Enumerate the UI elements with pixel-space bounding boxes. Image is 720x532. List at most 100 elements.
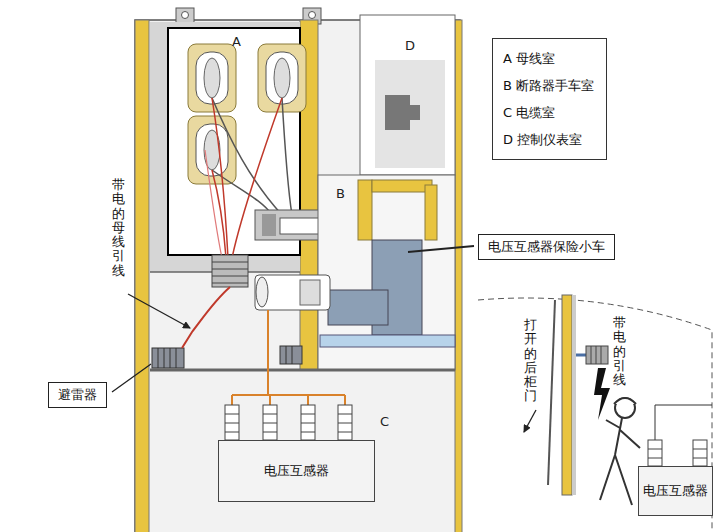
callout-label: 带电的引线 xyxy=(613,316,626,387)
inset-outline xyxy=(548,300,555,485)
inset-outline xyxy=(478,298,712,532)
arrester xyxy=(152,346,302,368)
breaker-room xyxy=(318,175,455,370)
fuse xyxy=(255,275,330,310)
insulator xyxy=(225,414,352,432)
leader-line xyxy=(524,410,536,432)
current-transformer xyxy=(212,262,248,263)
worker-figure xyxy=(600,398,640,505)
bushing xyxy=(196,124,228,176)
worker-figure xyxy=(615,398,635,418)
busbar-wire xyxy=(212,98,282,215)
leader-line xyxy=(112,364,151,392)
arrester xyxy=(152,348,184,368)
box-text: 电压互感器 xyxy=(643,482,708,500)
cabinet-frame xyxy=(176,8,194,24)
bushing xyxy=(266,52,298,104)
vt-wiring xyxy=(232,310,345,405)
partition xyxy=(150,369,455,372)
busbar-wire xyxy=(205,150,222,258)
room-letter: A xyxy=(232,34,241,50)
callout-box: 避雷器 xyxy=(48,382,107,408)
legend-text: A 母线室 xyxy=(503,51,555,66)
control-room xyxy=(410,105,420,120)
room-letter: C xyxy=(380,414,389,430)
cabinet-frame xyxy=(135,20,460,532)
cabinet-frame xyxy=(182,12,189,19)
breaker-room xyxy=(328,290,388,325)
control-room xyxy=(360,15,455,175)
cabinet-frame xyxy=(455,20,462,532)
bushing xyxy=(204,58,220,98)
breaker-room xyxy=(372,180,432,192)
inset-cabinet-wall xyxy=(562,295,572,495)
contact-spout xyxy=(255,210,325,240)
arrester xyxy=(286,346,292,364)
inset-cabinet-wall xyxy=(591,346,601,364)
contact-spout xyxy=(255,210,325,240)
bushing xyxy=(188,44,306,184)
control-room xyxy=(375,60,445,168)
bushing xyxy=(196,52,228,104)
current-transformer xyxy=(212,276,248,277)
worker-figure xyxy=(614,398,636,404)
worker-figure xyxy=(600,418,632,505)
room-letter: B xyxy=(336,186,345,202)
cabinet-frame xyxy=(135,20,149,532)
lightning-bolt xyxy=(594,368,610,420)
room-letter: D xyxy=(405,38,415,54)
inset-vt-insulator xyxy=(655,405,712,440)
inset-vt-insulator xyxy=(648,440,662,466)
contact-spout xyxy=(262,214,276,236)
fuse xyxy=(256,277,268,307)
live-lead xyxy=(182,287,230,348)
legend-text: D 控制仪表室 xyxy=(503,132,582,147)
inset-cabinet-wall xyxy=(586,346,608,364)
vt-wiring xyxy=(232,394,345,396)
inset-outline xyxy=(478,298,712,532)
vt-wiring xyxy=(232,395,345,405)
box-text: 电压互感器保险小车 xyxy=(488,238,605,256)
transformer-box: 电压互感器 xyxy=(218,440,375,502)
breaker-room xyxy=(318,175,455,370)
current-transformer xyxy=(212,283,248,284)
bushing xyxy=(274,58,290,98)
leader-line xyxy=(112,246,536,432)
leader-line xyxy=(128,294,190,328)
cabinet-frame xyxy=(309,12,316,19)
insulator xyxy=(225,405,352,440)
current-transformer xyxy=(212,255,248,287)
fuse xyxy=(255,275,330,310)
control-room xyxy=(360,15,455,175)
legend-box: A 母线室 B 断路器手车室 C 电缆室 D 控制仪表室 xyxy=(492,38,607,160)
bushing xyxy=(188,116,236,184)
partition xyxy=(150,370,455,371)
legend-text: C 电缆室 xyxy=(503,105,555,120)
arrester xyxy=(280,346,302,364)
worker-figure xyxy=(606,420,640,448)
inset-cabinet-wall xyxy=(572,295,576,495)
current-transformer xyxy=(212,269,248,270)
inset-vt-insulator xyxy=(648,449,707,458)
busbar-wire xyxy=(282,98,292,215)
callout-label: 打开的后柜门 xyxy=(524,318,537,404)
legend-row: B 断路器手车室 xyxy=(503,72,594,99)
arrester xyxy=(158,348,176,368)
legend-row: C 电缆室 xyxy=(503,99,594,126)
leader-line xyxy=(408,246,474,252)
legend-text: B 断路器手车室 xyxy=(503,78,594,93)
cabinet-frame xyxy=(135,8,462,532)
breaker-room xyxy=(320,335,455,347)
transformer-box: 电压互感器 xyxy=(638,466,713,516)
box-text: 避雷器 xyxy=(58,386,97,404)
busbar-wire xyxy=(212,98,228,258)
callout-label: 带电的母线引线 xyxy=(112,178,125,278)
vt-wiring xyxy=(267,310,269,395)
box-text: 电压互感器 xyxy=(264,462,329,480)
legend-row: A 母线室 xyxy=(503,45,594,72)
fuse xyxy=(300,280,320,305)
callout-box: 电压互感器保险小车 xyxy=(478,234,615,260)
live-lead xyxy=(182,287,230,348)
breaker-room xyxy=(358,180,372,240)
